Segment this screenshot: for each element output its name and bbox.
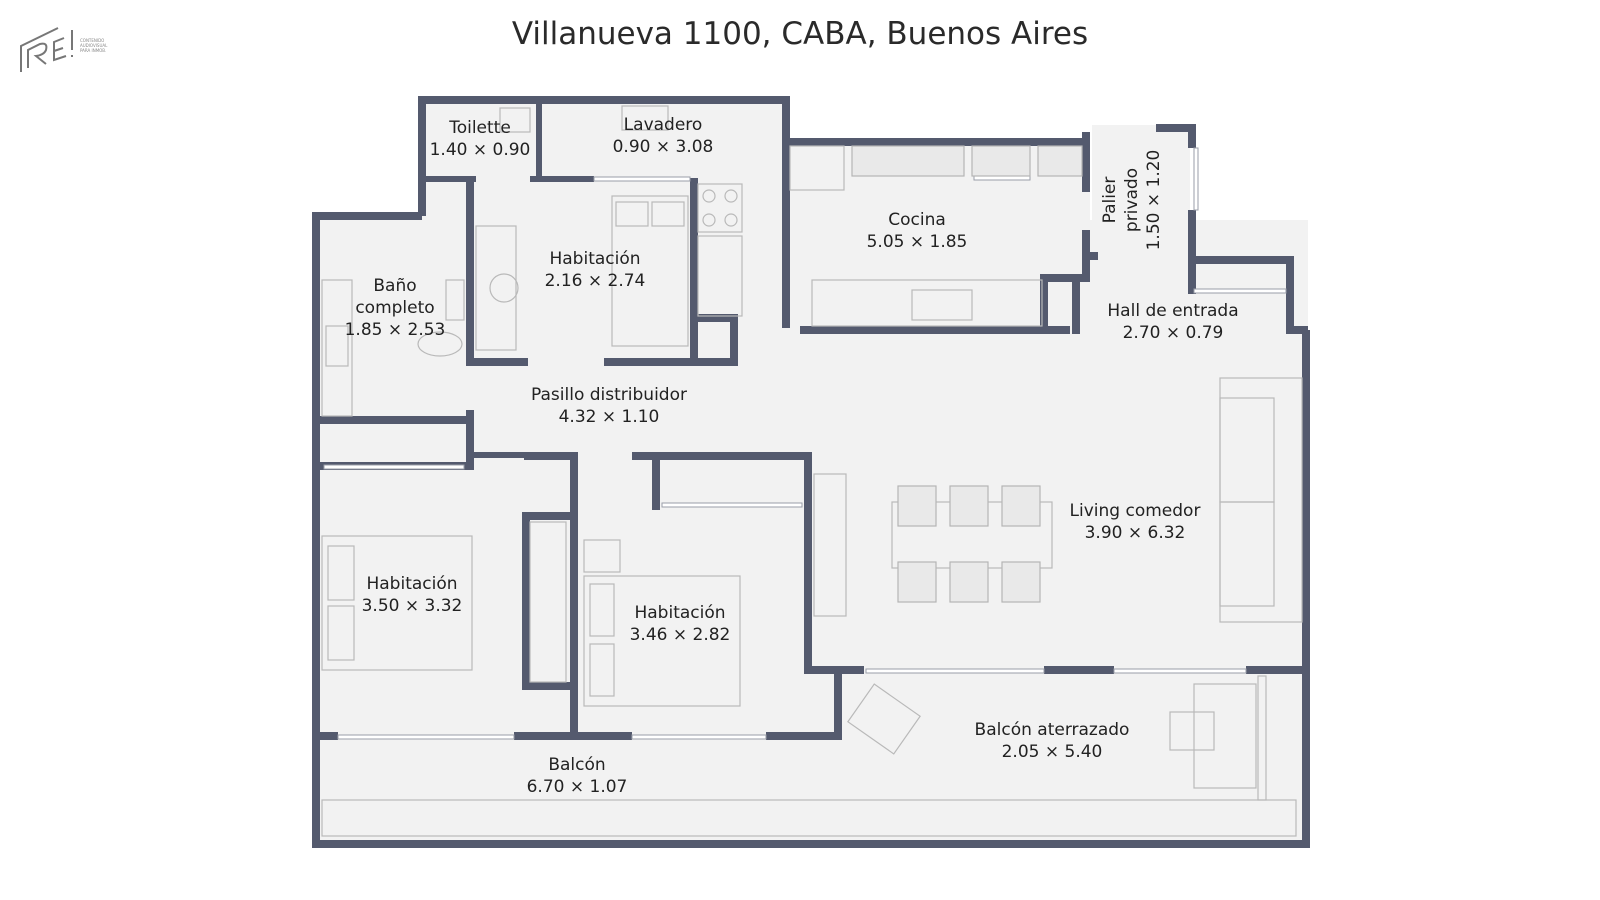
- room-name: Hall de entrada: [1107, 301, 1239, 321]
- logo-tagline-2: AUDIOVISUAL: [80, 43, 108, 48]
- room-name: Pasillo distribuidor: [531, 385, 687, 405]
- room-habitacion-3: Habitación 3.46 × 2.82: [630, 602, 731, 646]
- room-name: Toilette: [449, 118, 511, 138]
- room-dims: 4.32 × 1.10: [558, 407, 660, 427]
- room-name-2: completo: [355, 298, 435, 318]
- windows: [323, 147, 1287, 740]
- room-habitacion-1: Habitación 2.16 × 2.74: [545, 248, 646, 292]
- room-name: Baño: [373, 276, 417, 296]
- room-name: Cocina: [888, 210, 946, 230]
- room-dims: 2.16 × 2.74: [544, 271, 646, 291]
- brand-logo: CONTENIDO AUDIOVISUAL PARA INMOB.: [20, 27, 108, 72]
- room-toilette: Toilette 1.40 × 0.90: [430, 117, 531, 161]
- room-cocina: Cocina 5.05 × 1.85: [867, 209, 968, 253]
- room-dims: 2.70 × 0.79: [1122, 323, 1224, 343]
- room-dims: 1.40 × 0.90: [429, 140, 531, 160]
- room-dims: 1.85 × 2.53: [344, 320, 446, 340]
- room-dims: 6.70 × 1.07: [526, 777, 628, 797]
- room-dims: 3.50 × 3.32: [361, 596, 463, 616]
- room-name: Palier: [1100, 176, 1120, 224]
- walls: [312, 96, 1310, 848]
- plan-title: Villanueva 1100, CABA, Buenos Aires: [511, 16, 1089, 52]
- room-dims: 1.50 × 1.20: [1144, 149, 1164, 251]
- room-living: Living comedor 3.90 × 6.32: [1070, 500, 1201, 544]
- room-name: Balcón: [548, 755, 606, 775]
- room-name-2: privado: [1122, 167, 1142, 233]
- logo-tagline-3: PARA INMOB.: [80, 48, 106, 53]
- room-name: Living comedor: [1069, 501, 1201, 521]
- room-bano: Baño completo 1.85 × 2.53: [345, 275, 446, 341]
- room-dims: 3.90 × 6.32: [1084, 523, 1186, 543]
- room-dims: 3.46 × 2.82: [629, 625, 731, 645]
- room-hall: Hall de entrada 2.70 × 0.79: [1107, 300, 1238, 344]
- room-name: Balcón aterrazado: [974, 720, 1130, 740]
- room-name: Habitación: [366, 574, 458, 594]
- furniture: [321, 105, 1303, 837]
- room-balcon-aterrazado: Balcón aterrazado 2.05 × 5.40: [975, 719, 1130, 763]
- room-name: Habitación: [634, 603, 726, 623]
- room-dims: 0.90 × 3.08: [612, 137, 714, 157]
- room-dims: 5.05 × 1.85: [866, 232, 968, 252]
- logo-tagline-1: CONTENIDO: [80, 38, 104, 43]
- room-balcon: Balcón 6.70 × 1.07: [527, 754, 628, 798]
- room-dims: 2.05 × 5.40: [1001, 742, 1103, 762]
- room-name: Habitación: [549, 249, 641, 269]
- room-palier: Palier privado 1.50 × 1.20: [1099, 150, 1165, 251]
- room-lavadero: Lavadero 0.90 × 3.08: [613, 114, 714, 158]
- room-pasillo: Pasillo distribuidor 4.32 × 1.10: [531, 384, 687, 428]
- room-habitacion-2: Habitación 3.50 × 3.32: [362, 573, 463, 617]
- room-name: Lavadero: [623, 115, 703, 135]
